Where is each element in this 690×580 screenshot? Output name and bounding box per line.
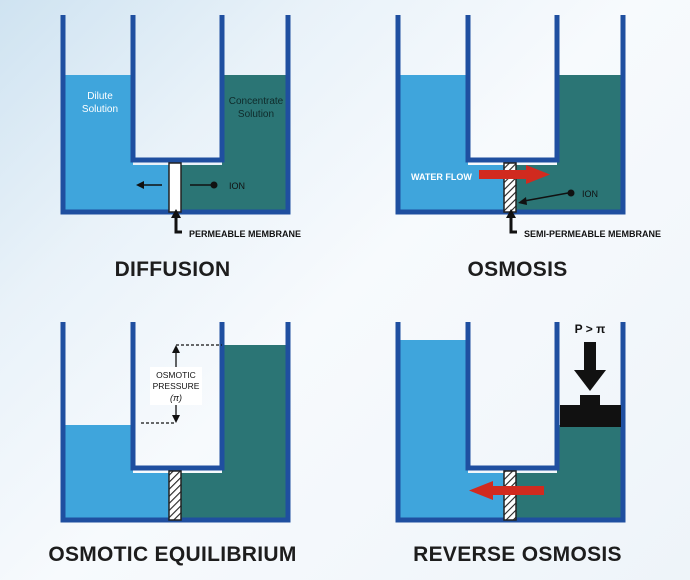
water-flow-arrow-head — [526, 165, 550, 184]
osmosis-panel: WATER FLOW ION SEMI-PERMEABLE MEMBRANE — [395, 15, 661, 239]
piston-plate — [560, 405, 621, 427]
ion-arrow-left-head — [136, 181, 144, 189]
pressure-arrow-shaft — [584, 342, 596, 372]
dilute-water-left — [63, 425, 133, 520]
pressure-label-bg — [150, 367, 202, 405]
membrane-pointer — [174, 212, 182, 234]
membrane-pointer-head — [506, 209, 516, 218]
permeable-membrane — [168, 162, 182, 213]
semi-permeable-membrane-label: SEMI-PERMEABLE MEMBRANE — [524, 229, 661, 239]
concentrate-water-bottom — [181, 165, 222, 212]
reverse-osmosis-panel: P > π — [395, 322, 626, 523]
concentrate-solution-label-1: Concentrate — [229, 96, 284, 107]
diffusion-title: DIFFUSION — [114, 258, 231, 281]
osmotic-pressure-symbol: (π) — [170, 393, 182, 403]
reverse-flow-arrow-head — [469, 481, 493, 500]
pressure-arrow-up — [172, 345, 180, 353]
concentrate-water-right — [222, 345, 288, 520]
dilute-solution-label-1: Dilute — [87, 91, 113, 102]
osmotic-pressure-label-1: OSMOTIC — [156, 370, 196, 380]
diffusion-panel: ION Dilute Solution Concentrate Solution… — [60, 15, 301, 239]
semi-permeable-membrane — [168, 470, 182, 521]
water-flow-label: WATER FLOW — [411, 172, 472, 182]
osmotic-equilibrium-panel: OSMOTIC PRESSURE (π) — [60, 322, 291, 523]
concentrate-water-right — [222, 75, 288, 212]
applied-pressure-label: P > π — [575, 322, 606, 336]
pressure-arrow-down — [172, 415, 180, 423]
membrane-pointer-head — [171, 209, 181, 218]
pressure-arrow-head — [574, 370, 606, 391]
dilute-solution-label-2: Solution — [82, 104, 118, 115]
permeable-membrane-label: PERMEABLE MEMBRANE — [189, 229, 301, 239]
concentrate-water-bottom — [516, 473, 557, 520]
water-flow-arrow-shaft — [479, 170, 527, 179]
ion-dot — [210, 181, 218, 189]
dilute-water-left — [398, 75, 468, 212]
piston-knob — [580, 395, 600, 406]
membrane-pointer — [509, 212, 517, 234]
ion-label: ION — [582, 189, 598, 199]
ion-dot — [567, 189, 575, 197]
concentrate-water-right — [557, 75, 623, 212]
dilute-water-bottom — [133, 473, 169, 520]
reverse-flow-arrow-shaft — [492, 486, 544, 495]
ion-line — [523, 192, 569, 202]
concentrate-solution-label-2: Solution — [238, 109, 274, 120]
semi-permeable-membrane — [503, 470, 517, 521]
ion-arrow-head — [518, 197, 527, 205]
concentrate-water-bottom — [181, 473, 222, 520]
osmotic-pressure-label-2: PRESSURE — [153, 381, 200, 391]
concentrate-water-right — [557, 425, 623, 520]
osmosis-title: OSMOSIS — [467, 258, 568, 281]
osmotic-equilibrium-title: OSMOTIC EQUILIBRIUM — [48, 543, 297, 566]
dilute-water-left — [398, 340, 468, 520]
reverse-osmosis-title: REVERSE OSMOSIS — [413, 543, 622, 566]
dilute-water-left — [63, 75, 133, 212]
ion-label: ION — [229, 181, 245, 191]
dilute-water-bottom — [133, 165, 169, 212]
